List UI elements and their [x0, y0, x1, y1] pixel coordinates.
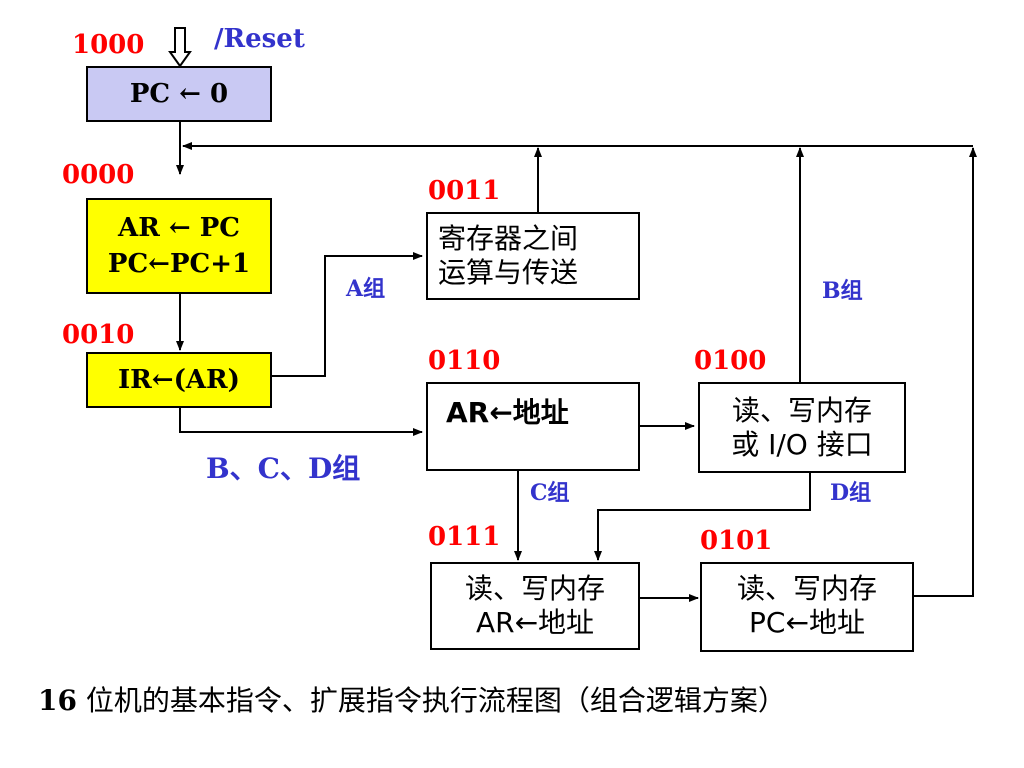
state-line: AR ← PC [118, 213, 240, 243]
state-box-fetch2: IR←(AR) [86, 352, 272, 408]
state-code-alu: 0011 [428, 176, 501, 206]
arrow-fetch2-to-addr [179, 408, 423, 436]
state-line: 读、写内存 [736, 572, 877, 605]
state-box-addr: AR←地址 [426, 382, 640, 471]
state-code-mem: 0100 [694, 346, 767, 376]
state-code-fetch2: 0010 [62, 320, 135, 350]
group-label-b: B组 [822, 278, 863, 304]
state-line: AR←地址 [446, 396, 569, 429]
state-line: PC ← 0 [129, 79, 229, 109]
reset-input-arrow [168, 27, 192, 68]
state-box-fetch1: AR ← PC PC←PC+1 [86, 198, 272, 294]
state-box-memaddr: 读、写内存 AR←地址 [430, 562, 640, 650]
state-code-fetch1: 0000 [62, 160, 135, 190]
state-line: 读、写内存 [731, 394, 872, 427]
state-box-mempc: 读、写内存 PC←地址 [700, 562, 914, 652]
state-line: 寄存器之间 [438, 222, 579, 255]
state-line: AR←地址 [475, 606, 595, 639]
caption-number: 16 [38, 684, 77, 717]
arrow-mempc-to-bus [914, 147, 977, 597]
state-code-memaddr: 0111 [428, 522, 501, 552]
state-line: 或 I/O 接口 [731, 428, 873, 461]
state-box-mem: 读、写内存 或 I/O 接口 [698, 382, 906, 473]
state-box-alu: 寄存器之间 运算与传送 [426, 212, 640, 300]
state-line: PC←PC+1 [107, 249, 251, 279]
figure-caption: 16 位机的基本指令、扩展指令执行流程图（组合逻辑方案） [38, 684, 786, 718]
group-label-d: D组 [830, 480, 872, 506]
state-code-addr: 0110 [428, 346, 501, 376]
group-label-bcd: B、C、D组 [206, 452, 361, 485]
state-line: 运算与传送 [438, 256, 579, 289]
arrow-fetch2-to-alu [272, 252, 423, 377]
state-line: PC←地址 [749, 606, 865, 639]
state-line: 读、写内存 [464, 572, 605, 605]
state-box-reset: PC ← 0 [86, 66, 272, 122]
reset-label: /Reset [214, 24, 305, 54]
caption-text: 位机的基本指令、扩展指令执行流程图（组合逻辑方案） [76, 684, 786, 717]
group-label-c: C组 [530, 480, 570, 506]
state-line: IR←(AR) [118, 365, 240, 395]
state-code-reset: 1000 [72, 30, 145, 60]
state-code-mempc: 0101 [700, 526, 773, 556]
arrow-mem-to-memaddr [594, 473, 811, 561]
group-label-a: A组 [346, 276, 386, 302]
